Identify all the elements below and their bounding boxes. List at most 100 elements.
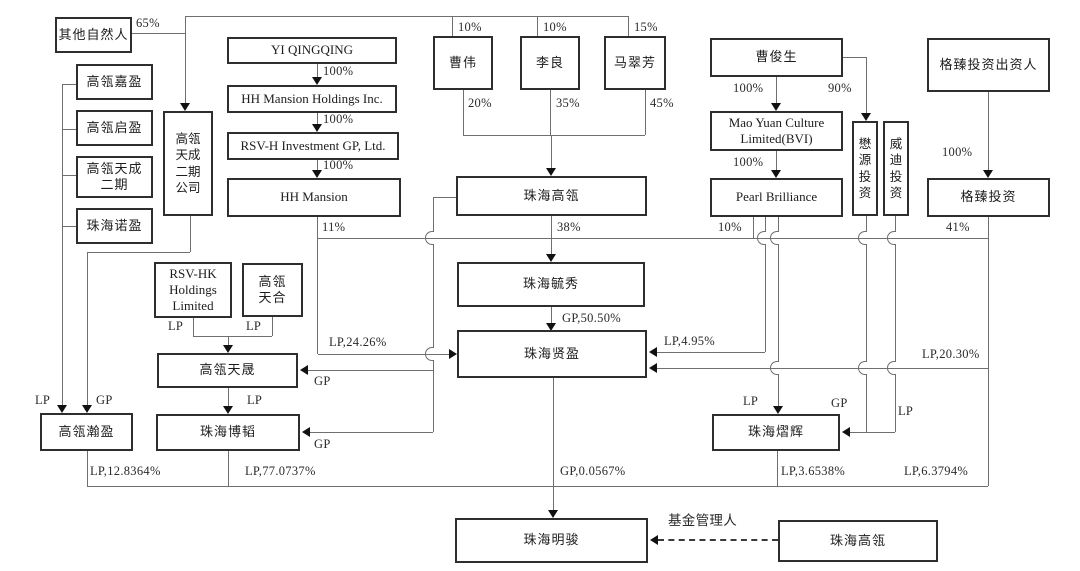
edge-line — [765, 217, 766, 352]
edge-label-100pct-yi: 100% — [323, 64, 354, 78]
edge-label-fund-manager: 基金管理人 — [668, 513, 737, 528]
edge-line — [87, 252, 190, 253]
edge-label-lp-tiansheng-botao: LP — [247, 393, 263, 407]
arrowhead — [312, 77, 322, 85]
edge-label-gp-yihui: GP — [831, 396, 848, 410]
edge-label-100pct-pearl: 100% — [733, 155, 764, 169]
edge-line — [62, 129, 76, 130]
edge-line — [62, 84, 76, 85]
edge-line — [318, 354, 449, 355]
node-gaoling-hanying: 高瓴瀚盈 — [40, 413, 133, 451]
edge-label-100pct-hhmh: 100% — [323, 112, 354, 126]
arrowhead — [861, 113, 871, 121]
edge-label-15pct-macuifang: 15% — [634, 20, 658, 34]
edge-line — [778, 217, 779, 408]
edge-label-lp770737: LP,77.0737% — [245, 464, 316, 478]
edge-line — [866, 216, 867, 432]
edge-line — [317, 217, 318, 354]
edge-line — [317, 238, 988, 239]
edge-label-100pct-gezhen: 100% — [942, 145, 973, 159]
node-ma-cuifang: 马翠芳 — [604, 36, 666, 90]
edge-label-lp-yihui-right: LP — [898, 404, 914, 418]
edge-label-65pct: 65% — [136, 16, 160, 30]
edge-line — [317, 160, 318, 171]
edge-line — [87, 486, 988, 487]
edge-line — [628, 16, 629, 36]
edge-line — [537, 16, 538, 36]
arrowhead — [312, 124, 322, 132]
node-cao-wei: 曹伟 — [433, 36, 493, 90]
edge-label-90pct: 90% — [828, 81, 852, 95]
edge-line — [310, 432, 433, 433]
node-pearl-brilliance: Pearl Brilliance — [710, 178, 843, 217]
edge-line — [657, 368, 988, 369]
arrowhead — [449, 349, 457, 359]
edge-line — [228, 388, 229, 407]
node-weidi-touzi: 威 迪 投 资 — [883, 121, 909, 216]
edge-line — [190, 216, 191, 252]
edge-line — [193, 318, 194, 336]
edge-label-41pct: 41% — [946, 220, 970, 234]
node-gezhen-investors: 格臻投资出资人 — [927, 38, 1050, 92]
node-zhuhai-nuoying: 珠海诺盈 — [76, 208, 153, 244]
arrowhead — [546, 254, 556, 262]
node-gaoling-tiancheng-ii: 高瓴天成 二期 — [76, 156, 153, 198]
node-zhuhai-yihui: 珠海熠辉 — [712, 414, 840, 451]
edge-line — [645, 90, 646, 135]
node-gaoling-tiansheng: 高瓴天晟 — [157, 353, 298, 388]
edge-line — [551, 216, 552, 255]
node-zhuhai-gaoling-top: 珠海高瓴 — [456, 176, 647, 216]
arrowhead — [223, 345, 233, 353]
edge-line — [272, 317, 273, 336]
edge-line — [777, 451, 778, 486]
edge-label-10pct-liliang: 10% — [543, 20, 567, 34]
edge-line — [843, 57, 866, 58]
arrowhead — [57, 405, 67, 413]
node-yi-qingqing: YI QINGQING — [227, 37, 397, 64]
arrowhead — [983, 170, 993, 178]
fund-manager-dashed-line — [658, 539, 778, 541]
edge-label-lp2030: LP,20.30% — [922, 347, 980, 361]
edge-label-20pct: 20% — [468, 96, 492, 110]
edge-line — [776, 151, 777, 171]
edge-line — [62, 175, 76, 176]
arrowhead — [650, 535, 658, 545]
edge-line — [776, 77, 777, 104]
node-gaoling-tiancheng-ii-company: 高瓴 天成 二期 公司 — [163, 111, 213, 216]
edge-line — [895, 216, 896, 432]
arrowhead — [82, 405, 92, 413]
arrowhead — [302, 427, 310, 437]
edge-line — [553, 378, 554, 511]
edge-line — [62, 226, 76, 227]
arrowhead — [300, 365, 308, 375]
node-gaoling-tianhe: 高瓴 天合 — [242, 263, 303, 317]
edge-label-gp5050: GP,50.50% — [562, 311, 621, 325]
node-zhuhai-yuxiu: 珠海毓秀 — [457, 262, 645, 307]
arrowhead — [773, 406, 783, 414]
arrowhead — [548, 510, 558, 518]
arrowhead — [771, 103, 781, 111]
node-zhuhai-botao: 珠海博韬 — [156, 414, 300, 451]
edge-label-10pct-caowei: 10% — [458, 20, 482, 34]
node-rsv-hk-holdings: RSV-HK Holdings Limited — [154, 262, 232, 318]
arrowhead — [649, 347, 657, 357]
edge-label-lp-yihui-top: LP — [743, 394, 759, 408]
arrowhead — [223, 406, 233, 414]
edge-line — [657, 352, 765, 353]
edge-label-35pct: 35% — [556, 96, 580, 110]
edge-line — [463, 90, 464, 135]
arrowhead — [546, 168, 556, 176]
edge-line — [988, 217, 989, 486]
node-mao-yuan-culture: Mao Yuan Culture Limited(BVI) — [710, 111, 843, 151]
node-zhuhai-gaoling-bottom: 珠海高瓴 — [778, 520, 938, 562]
edge-line — [452, 16, 453, 36]
edge-label-lp63794: LP,6.3794% — [904, 464, 969, 478]
node-zhuhai-xianying: 珠海贤盈 — [457, 330, 647, 378]
edge-line — [308, 370, 433, 371]
edge-label-gp-hanying: GP — [96, 393, 113, 407]
arrowhead — [842, 427, 850, 437]
node-cao-junsheng: 曹俊生 — [710, 38, 843, 77]
edge-label-gp-tiansheng: GP — [314, 374, 331, 388]
arrowhead — [649, 363, 657, 373]
